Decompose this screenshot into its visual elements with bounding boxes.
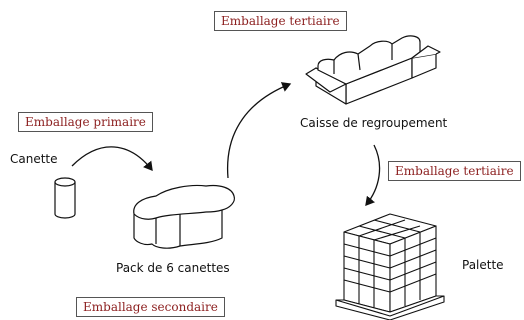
label-caisse-de-regroupement: Caisse de regroupement — [300, 116, 448, 130]
can-icon — [54, 177, 76, 219]
tag-emballage-secondaire: Emballage secondaire — [76, 297, 225, 317]
label-palette: Palette — [462, 258, 504, 272]
grouping-box-icon — [305, 35, 441, 105]
pallet-icon — [335, 213, 445, 320]
label-pack-de-6-canettes: Pack de 6 canettes — [116, 261, 230, 275]
six-pack-icon — [133, 184, 235, 249]
tag-emballage-tertiaire-top: Emballage tertiaire — [214, 11, 347, 31]
arrow-caisse-to-palette — [365, 144, 381, 207]
tag-emballage-primaire: Emballage primaire — [18, 112, 153, 132]
arrow-canette-to-pack — [71, 146, 153, 172]
tag-emballage-tertiaire-right: Emballage tertiaire — [388, 161, 521, 181]
label-canette: Canette — [10, 152, 58, 166]
arrow-pack-to-caisse — [226, 82, 292, 179]
